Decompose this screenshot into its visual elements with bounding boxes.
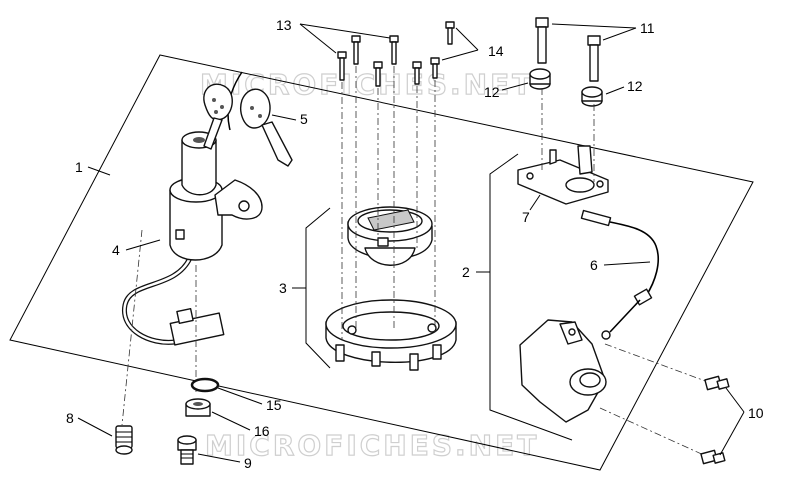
callout-5: 5 bbox=[300, 111, 308, 127]
ignition-switch bbox=[122, 71, 263, 346]
screw-9 bbox=[177, 435, 197, 465]
callout-12-right: 12 bbox=[627, 78, 643, 94]
bushing-16 bbox=[185, 398, 211, 417]
o-ring-15 bbox=[190, 377, 220, 393]
alignment-lines bbox=[121, 66, 709, 457]
screws-11 bbox=[535, 17, 601, 82]
lock-plate bbox=[517, 145, 609, 205]
keys bbox=[203, 83, 293, 167]
callout-3: 3 bbox=[279, 280, 287, 296]
fuel-cap bbox=[347, 206, 433, 266]
callout-10: 10 bbox=[748, 405, 764, 421]
washers-12 bbox=[529, 68, 603, 107]
bracket-3 bbox=[305, 207, 331, 369]
fuel-cap-ring bbox=[325, 299, 457, 371]
callout-1: 1 bbox=[75, 159, 83, 175]
bracket-2 bbox=[489, 153, 573, 441]
callout-4: 4 bbox=[112, 242, 120, 258]
callout-11: 11 bbox=[640, 20, 655, 36]
fuel-lock bbox=[519, 319, 607, 423]
release-cable bbox=[580, 209, 660, 340]
callout-13: 13 bbox=[276, 17, 292, 33]
callout-12-left: 12 bbox=[484, 84, 500, 100]
leader-lines bbox=[77, 23, 745, 463]
callout-14: 14 bbox=[488, 43, 504, 59]
screws-10 bbox=[700, 375, 730, 465]
callout-7: 7 bbox=[522, 209, 530, 225]
callout-6: 6 bbox=[590, 257, 598, 273]
watermark-bottom: MICROFICHES.NET bbox=[205, 429, 539, 462]
callout-2: 2 bbox=[462, 264, 470, 280]
callout-8: 8 bbox=[66, 410, 74, 426]
callout-15: 15 bbox=[266, 397, 282, 413]
callout-16: 16 bbox=[254, 423, 270, 439]
callouts: 1 2 3 4 5 6 7 8 9 10 11 12 12 13 14 15 1… bbox=[66, 17, 764, 471]
screws-13-14 bbox=[337, 21, 455, 87]
rubber-grommet-8 bbox=[115, 425, 133, 455]
assembly-frame bbox=[9, 54, 754, 471]
callout-9: 9 bbox=[244, 455, 252, 471]
